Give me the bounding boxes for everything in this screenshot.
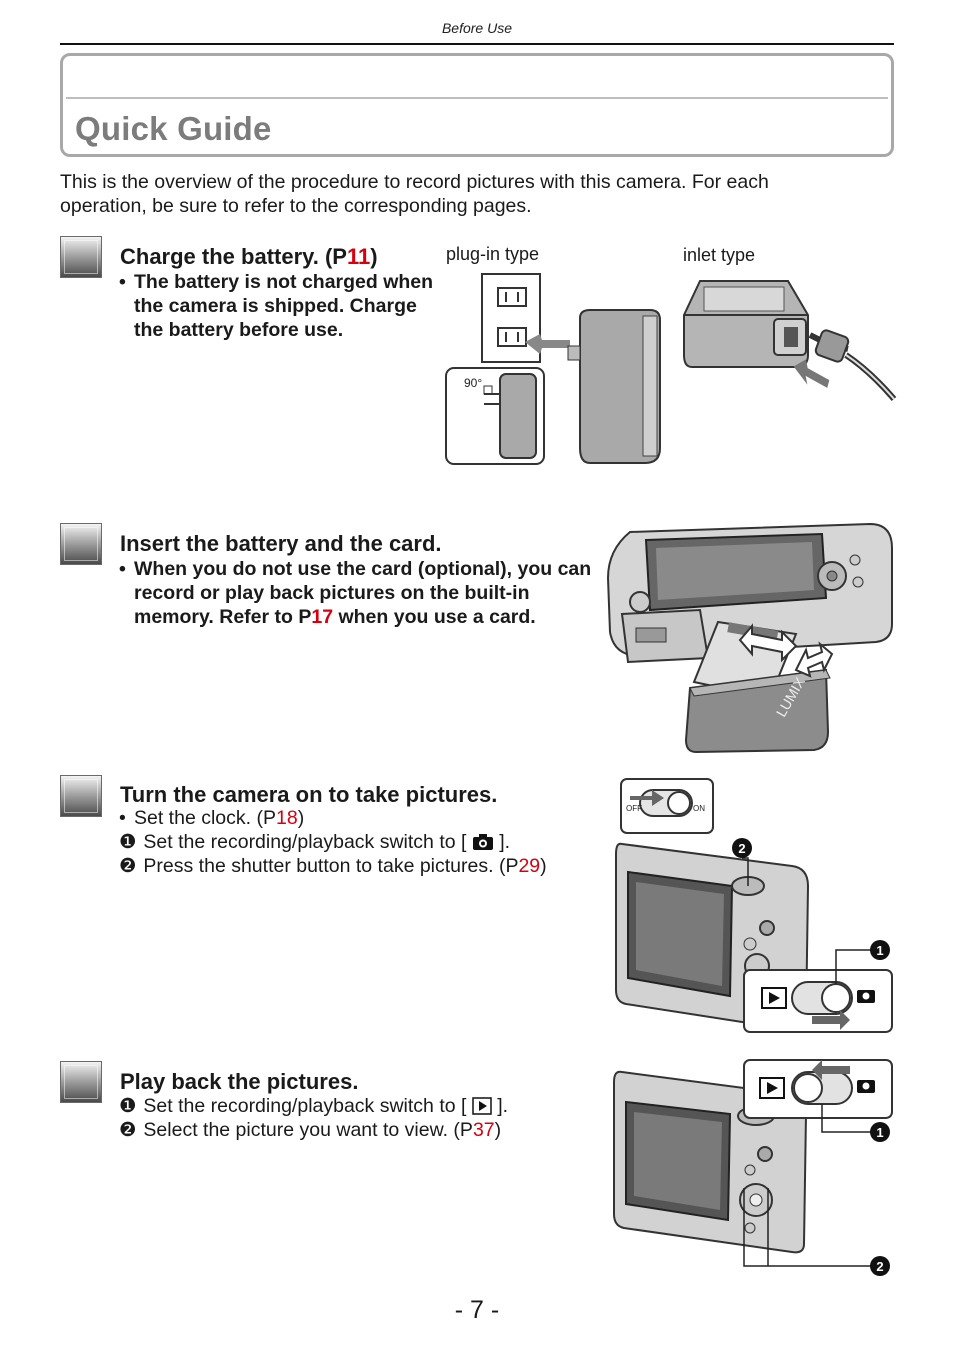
clock-page-link[interactable]: 18 [275,807,298,829]
view-page-link[interactable]: 37 [472,1119,495,1141]
step-1-title-close: ) [370,244,378,269]
title-frame-band [66,59,888,99]
inlet-caption: inlet type [683,245,756,265]
running-header: Before Use [441,20,513,36]
page-title: Quick Guide [75,110,272,147]
step-4-title: Play back the pictures. [120,1069,359,1094]
step-1-marker [60,236,102,278]
switch-callout-number: 1 [876,943,883,958]
step-2-notes: When you do not use the card (optional),… [119,557,597,629]
step-1-page-link[interactable]: 11 [346,244,371,269]
angle-label: 90° [464,376,482,390]
off-label: OFF [626,804,642,813]
step-3-marker [60,775,102,817]
step-4-item-1-end: ]. [497,1095,509,1117]
header-rule [60,43,894,45]
step-1-notes: The battery is not charged when the came… [119,270,439,342]
step-2-bullet-text: When you do not use the card (optional),… [134,558,592,628]
step-4-item-1: ❶ Set the recording/playback switch to [… [119,1094,599,1118]
playback-switch-callout-number: 1 [876,1125,883,1140]
step-4-items: ❶ Set the recording/playback switch to [… [119,1094,599,1142]
record-mode-camera-icon [472,833,494,851]
plug-in-charger-illustration: 90° [445,273,661,465]
power-switch-inset: OFF ON [620,778,714,834]
battery-card-insertion-illustration: LUMIX [606,522,893,754]
step-2-title: Insert the battery and the card. [120,531,442,556]
shutter-callout-number: 2 [738,841,745,856]
step-3-item-2-text: Press the shutter button to take picture… [143,855,519,877]
step-3-item-1-text: Set the recording/playback switch to [ [143,831,467,853]
on-label: ON [693,804,705,813]
step-4-item-2: ❷ Select the picture you want to view. (… [119,1118,599,1142]
clock-note: Set the clock. (P18) [119,806,599,830]
clock-note-close: ) [297,807,305,829]
step-3-item-2: ❷ Press the shutter button to take pictu… [119,854,599,878]
step-3-item-1: ❶ Set the recording/playback switch to [… [119,830,599,854]
inlet-charger-illustration [683,280,897,401]
step-4-item-1-text: Set the recording/playback switch to [ [143,1095,467,1117]
plug-in-caption: plug-in type [446,244,540,264]
step-2-bullet-end: when you use a card. [333,606,536,628]
item-number: ❶ [119,1095,137,1117]
step-3-title: Turn the camera on to take pictures. [120,782,498,807]
cursor-buttons-callout-number: 2 [876,1259,883,1274]
step-3-items: Set the clock. (P18) ❶ Set the recording… [119,806,599,878]
step-4-marker [60,1061,102,1103]
title-frame: Quick Guide [60,53,894,157]
item-number: ❷ [119,855,137,877]
camera-shoot-illustration: 2 1 [615,838,893,1033]
step-1-title: Charge the battery. (P11) [120,244,378,270]
playback-mode-icon [472,1097,492,1115]
item-number: ❷ [119,1119,137,1141]
step-4-item-2-text: Select the picture you want to view. (P [143,1119,473,1141]
step-3-item-2-close: ) [540,855,547,877]
step-1-bullet: The battery is not charged when the came… [119,270,439,342]
step-2-marker [60,523,102,565]
step-2-page-link[interactable]: 17 [311,606,334,628]
step-3-item-1-end: ]. [499,831,511,853]
step-2-bullet: When you do not use the card (optional),… [119,557,597,629]
page-number: - 7 - [454,1296,500,1324]
shutter-page-link[interactable]: 29 [518,855,541,877]
step-1-title-text: Charge the battery. (P [120,244,347,269]
camera-playback-illustration: 1 2 [613,1059,893,1276]
intro-paragraph: This is the overview of the procedure to… [60,171,769,217]
clock-note-text: Set the clock. (P [134,807,276,829]
step-4-item-2-close: ) [494,1119,502,1141]
item-number: ❶ [119,831,137,853]
